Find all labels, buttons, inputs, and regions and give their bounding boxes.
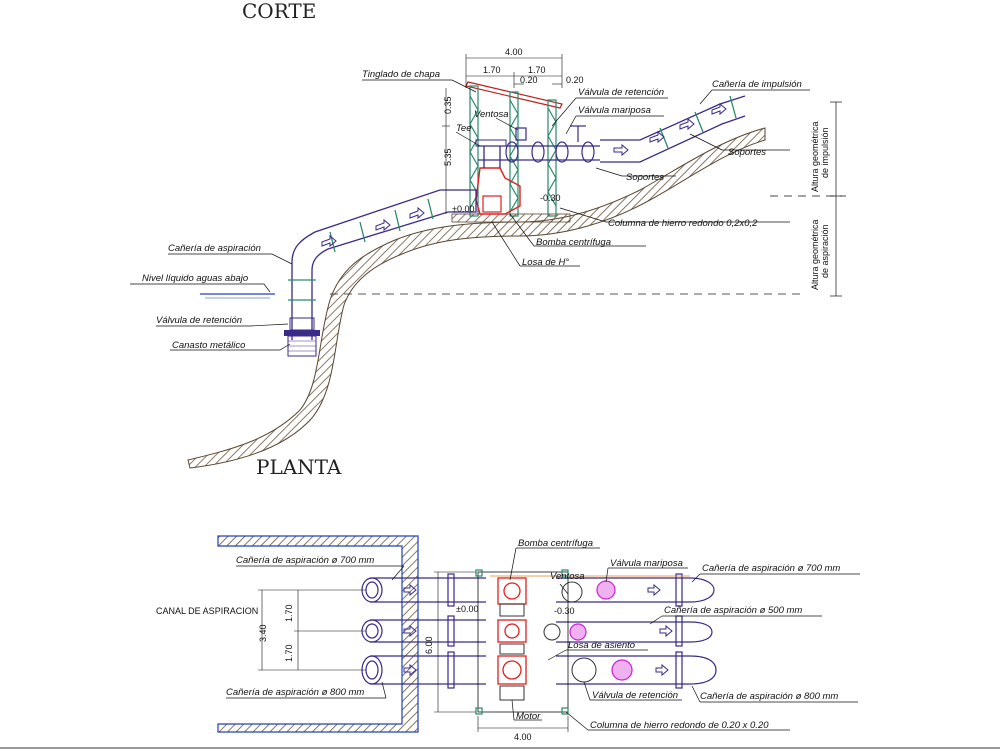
plan-label-canal: CANAL DE ASPIRACION: [156, 606, 258, 616]
planta-title: PLANTA: [256, 455, 342, 479]
label-altura-impulsion-2: de impulsión: [820, 127, 830, 178]
dim-height2: 5.35: [443, 148, 453, 166]
label-caneria-aspiracion: Cañería de aspiración: [168, 243, 261, 254]
dim-gap1: 0.20: [520, 75, 538, 85]
plan-label-motor: Motor: [516, 711, 541, 722]
plan-label-columna: Columna de hierro redondo de 0.20 x 0.20: [590, 720, 769, 731]
plan-elev-030: -0.30: [554, 606, 575, 616]
label-altura-aspiracion-2: de aspiración: [820, 224, 830, 278]
dim-170b: 1.70: [284, 644, 294, 662]
plan-label-asp-500: Cañería de aspiración ø 500 mm: [664, 605, 802, 616]
label-altura-impulsion-1: Altura geométrica: [810, 121, 820, 192]
plan-label-bomba: Bomba centrífuga: [518, 538, 593, 549]
ground-profile: [187, 127, 766, 469]
plan-label-valvula-retencion: Válvula de retención: [592, 690, 678, 701]
label-valvula-mariposa-corte: Válvula mariposa: [578, 105, 651, 116]
label-tee: Tee: [456, 123, 472, 134]
label-losa: Losa de H°: [522, 257, 569, 268]
dim-total-width: 4.00: [505, 47, 523, 57]
elev-030: -0.30: [540, 193, 561, 203]
dim-height1: 0.35: [443, 96, 453, 114]
label-soportes-mid: Soportes: [626, 172, 664, 183]
corte-title: CORTE: [242, 0, 316, 23]
elev-zero: ±0.00: [452, 204, 474, 214]
top-dimensions: [442, 54, 563, 214]
dim-340: 3.40: [258, 624, 268, 642]
plan-label-asp-700-left: Cañería de aspiración ø 700 mm: [236, 555, 374, 566]
dim-170a: 1.70: [284, 604, 294, 622]
plan-label-ventosa: Ventosa: [550, 571, 585, 582]
pump-station-section: [451, 81, 600, 223]
plan-elev-zero: ±0.00: [456, 604, 478, 614]
label-columna-corte: Columna de hierro redondo 0,2x0,2: [608, 218, 758, 229]
label-soportes-right: Soportes: [728, 147, 766, 158]
label-tinglado: Tinglado de chapa: [362, 69, 440, 80]
plan-pump-slab: [475, 569, 633, 715]
dim-right-width: 1.70: [528, 65, 546, 75]
plan-pipes: [361, 573, 717, 689]
label-nivel-liquido: Nivel líquido aguas abajo: [142, 273, 248, 284]
label-caneria-impulsion: Cañería de impulsión: [712, 79, 802, 90]
plan-label-valvula-mariposa: Válvula mariposa: [610, 558, 683, 569]
dim-left-width: 1.70: [483, 65, 501, 75]
dim-gap2: 0.20: [566, 75, 584, 85]
plan-leaders: [226, 547, 860, 731]
dim-400: 4.00: [514, 732, 532, 742]
plan-label-asp-800-left: Cañería de aspiración ø 800 mm: [226, 687, 364, 698]
discharge-pipe-section: [600, 95, 746, 163]
label-valvula-retencion-low: Válvula de retención: [156, 315, 242, 326]
label-bomba-corte: Bomba centrífuga: [536, 237, 611, 248]
corte-leaders: [130, 79, 810, 351]
dim-600: 6.00: [424, 636, 434, 654]
label-altura-aspiracion-1: Altura geométrica: [810, 219, 820, 290]
label-canasto: Canasto metálico: [172, 340, 245, 351]
plan-label-asp-800-right: Cañería de aspiración ø 800 mm: [700, 691, 838, 702]
height-dimensions: [770, 101, 846, 297]
water-level: [200, 293, 800, 299]
plan-label-asp-700-right: Cañería de aspiración ø 700 mm: [702, 563, 840, 574]
label-valvula-retencion-corte: Válvula de retención: [578, 87, 664, 98]
suction-pipe-section: [284, 189, 458, 357]
label-ventosa-corte: Ventosa: [474, 109, 509, 120]
plan-label-losa: Losa de asiento: [568, 640, 635, 651]
plan-dimensions: [258, 571, 569, 732]
suction-channel-walls: [217, 535, 419, 733]
